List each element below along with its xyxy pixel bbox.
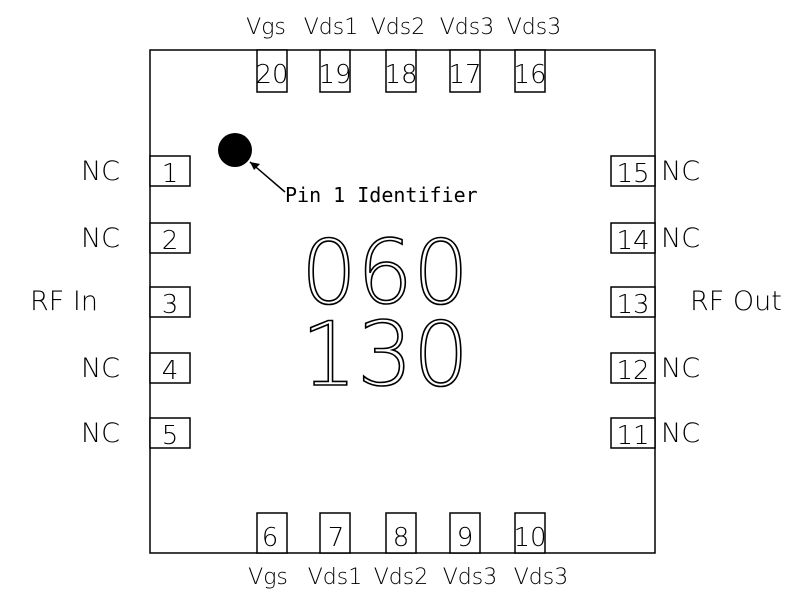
pin-name: Vds1 — [308, 565, 362, 590]
pin1-dot-icon — [218, 133, 252, 167]
pin-name: NC — [661, 223, 700, 254]
pin-name: NC — [81, 353, 120, 384]
pin-14: 14 NC — [610, 222, 700, 256]
pin-2: 2 NC — [81, 222, 191, 256]
pin-number: 19 — [318, 60, 351, 90]
pin-10: 10 Vds3 — [513, 512, 568, 590]
pin-pad — [514, 49, 546, 93]
pin-pad — [610, 352, 656, 384]
pin-number: 4 — [162, 356, 179, 386]
pin-number: 6 — [262, 523, 279, 553]
pin-pad — [449, 49, 481, 93]
pin-number: 18 — [384, 60, 417, 90]
pin-20: 20 Vgs — [246, 15, 289, 93]
pin-number: 10 — [513, 523, 546, 553]
pin-pad — [149, 155, 191, 187]
pin-12: 12 NC — [610, 352, 700, 386]
pin-name: NC — [661, 156, 700, 187]
pin-15: 15 NC — [610, 155, 700, 189]
pin-17: 17 Vds3 — [440, 15, 494, 93]
pin-11: 11 NC — [610, 417, 700, 451]
pin-name: Vds2 — [371, 15, 425, 40]
pin-name: RF Out — [690, 286, 782, 317]
pin-number: 17 — [448, 60, 481, 90]
pin-name: Vgs — [248, 565, 288, 590]
marking-line-2: 130 — [301, 303, 469, 406]
pin-pad — [319, 49, 351, 93]
pin-name: Vds3 — [443, 565, 497, 590]
pin-number: 3 — [162, 290, 179, 320]
pin-number: 9 — [457, 523, 474, 553]
pin-name: Vds1 — [304, 15, 358, 40]
arrowhead-icon — [250, 162, 260, 170]
pin-4: 4 NC — [81, 352, 191, 386]
pin-name: RF In — [30, 286, 98, 317]
pin-number: 8 — [393, 523, 410, 553]
pin-number: 2 — [162, 226, 179, 256]
pin-6: 6 Vgs — [248, 512, 288, 590]
pin-number: 16 — [513, 60, 546, 90]
pin-number: 7 — [328, 523, 345, 553]
pin-number: 1 — [162, 159, 179, 189]
pin-number: 20 — [255, 60, 288, 90]
pin-9: 9 Vds3 — [443, 512, 497, 590]
pin-pad — [385, 512, 417, 554]
pin-name: Vds2 — [374, 565, 428, 590]
pin-name: Vds3 — [440, 15, 494, 40]
pin-pad — [149, 352, 191, 384]
pin-pad — [610, 286, 656, 318]
pin-name: Vgs — [246, 15, 286, 40]
pin-5: 5 NC — [81, 417, 191, 451]
pin-3: 3 RF In — [30, 286, 191, 320]
pin-number: 14 — [616, 226, 649, 256]
pin-name: NC — [661, 353, 700, 384]
pin-number: 5 — [162, 421, 179, 451]
pin-pad — [149, 222, 191, 254]
pin-7: 7 Vds1 — [308, 512, 362, 590]
pin-1: 1 NC — [81, 155, 191, 189]
pin-pad — [319, 512, 351, 554]
pin-pad — [256, 512, 288, 554]
pin-name: NC — [81, 156, 120, 187]
pin-pad — [149, 417, 191, 449]
pin-number: 12 — [616, 356, 649, 386]
pin-13: 13 RF Out — [610, 286, 782, 320]
pin-name: Vds3 — [507, 15, 561, 40]
pin-19: 19 Vds1 — [304, 15, 358, 93]
pin-number: 15 — [616, 159, 649, 189]
pin-pad — [385, 49, 417, 93]
pin-number: 11 — [616, 421, 649, 451]
pin-pad — [449, 512, 481, 554]
pin-pad — [514, 512, 546, 554]
pin-name: NC — [81, 418, 120, 449]
pin-pad — [610, 222, 656, 254]
pin-pad — [256, 49, 288, 93]
pin1-identifier-label: Pin 1 Identifier — [285, 183, 478, 207]
pin-pad — [149, 286, 191, 318]
pin-name: NC — [661, 418, 700, 449]
pin-name: Vds3 — [514, 565, 568, 590]
pin-pad — [610, 417, 656, 449]
pin-number: 13 — [616, 290, 649, 320]
pin-18: 18 Vds2 — [371, 15, 425, 93]
pin-name: NC — [81, 223, 120, 254]
marking-line-1: 060 — [301, 221, 469, 324]
pin-16: 16 Vds3 — [507, 15, 561, 93]
pin-pad — [610, 155, 656, 187]
pin-8: 8 Vds2 — [374, 512, 428, 590]
